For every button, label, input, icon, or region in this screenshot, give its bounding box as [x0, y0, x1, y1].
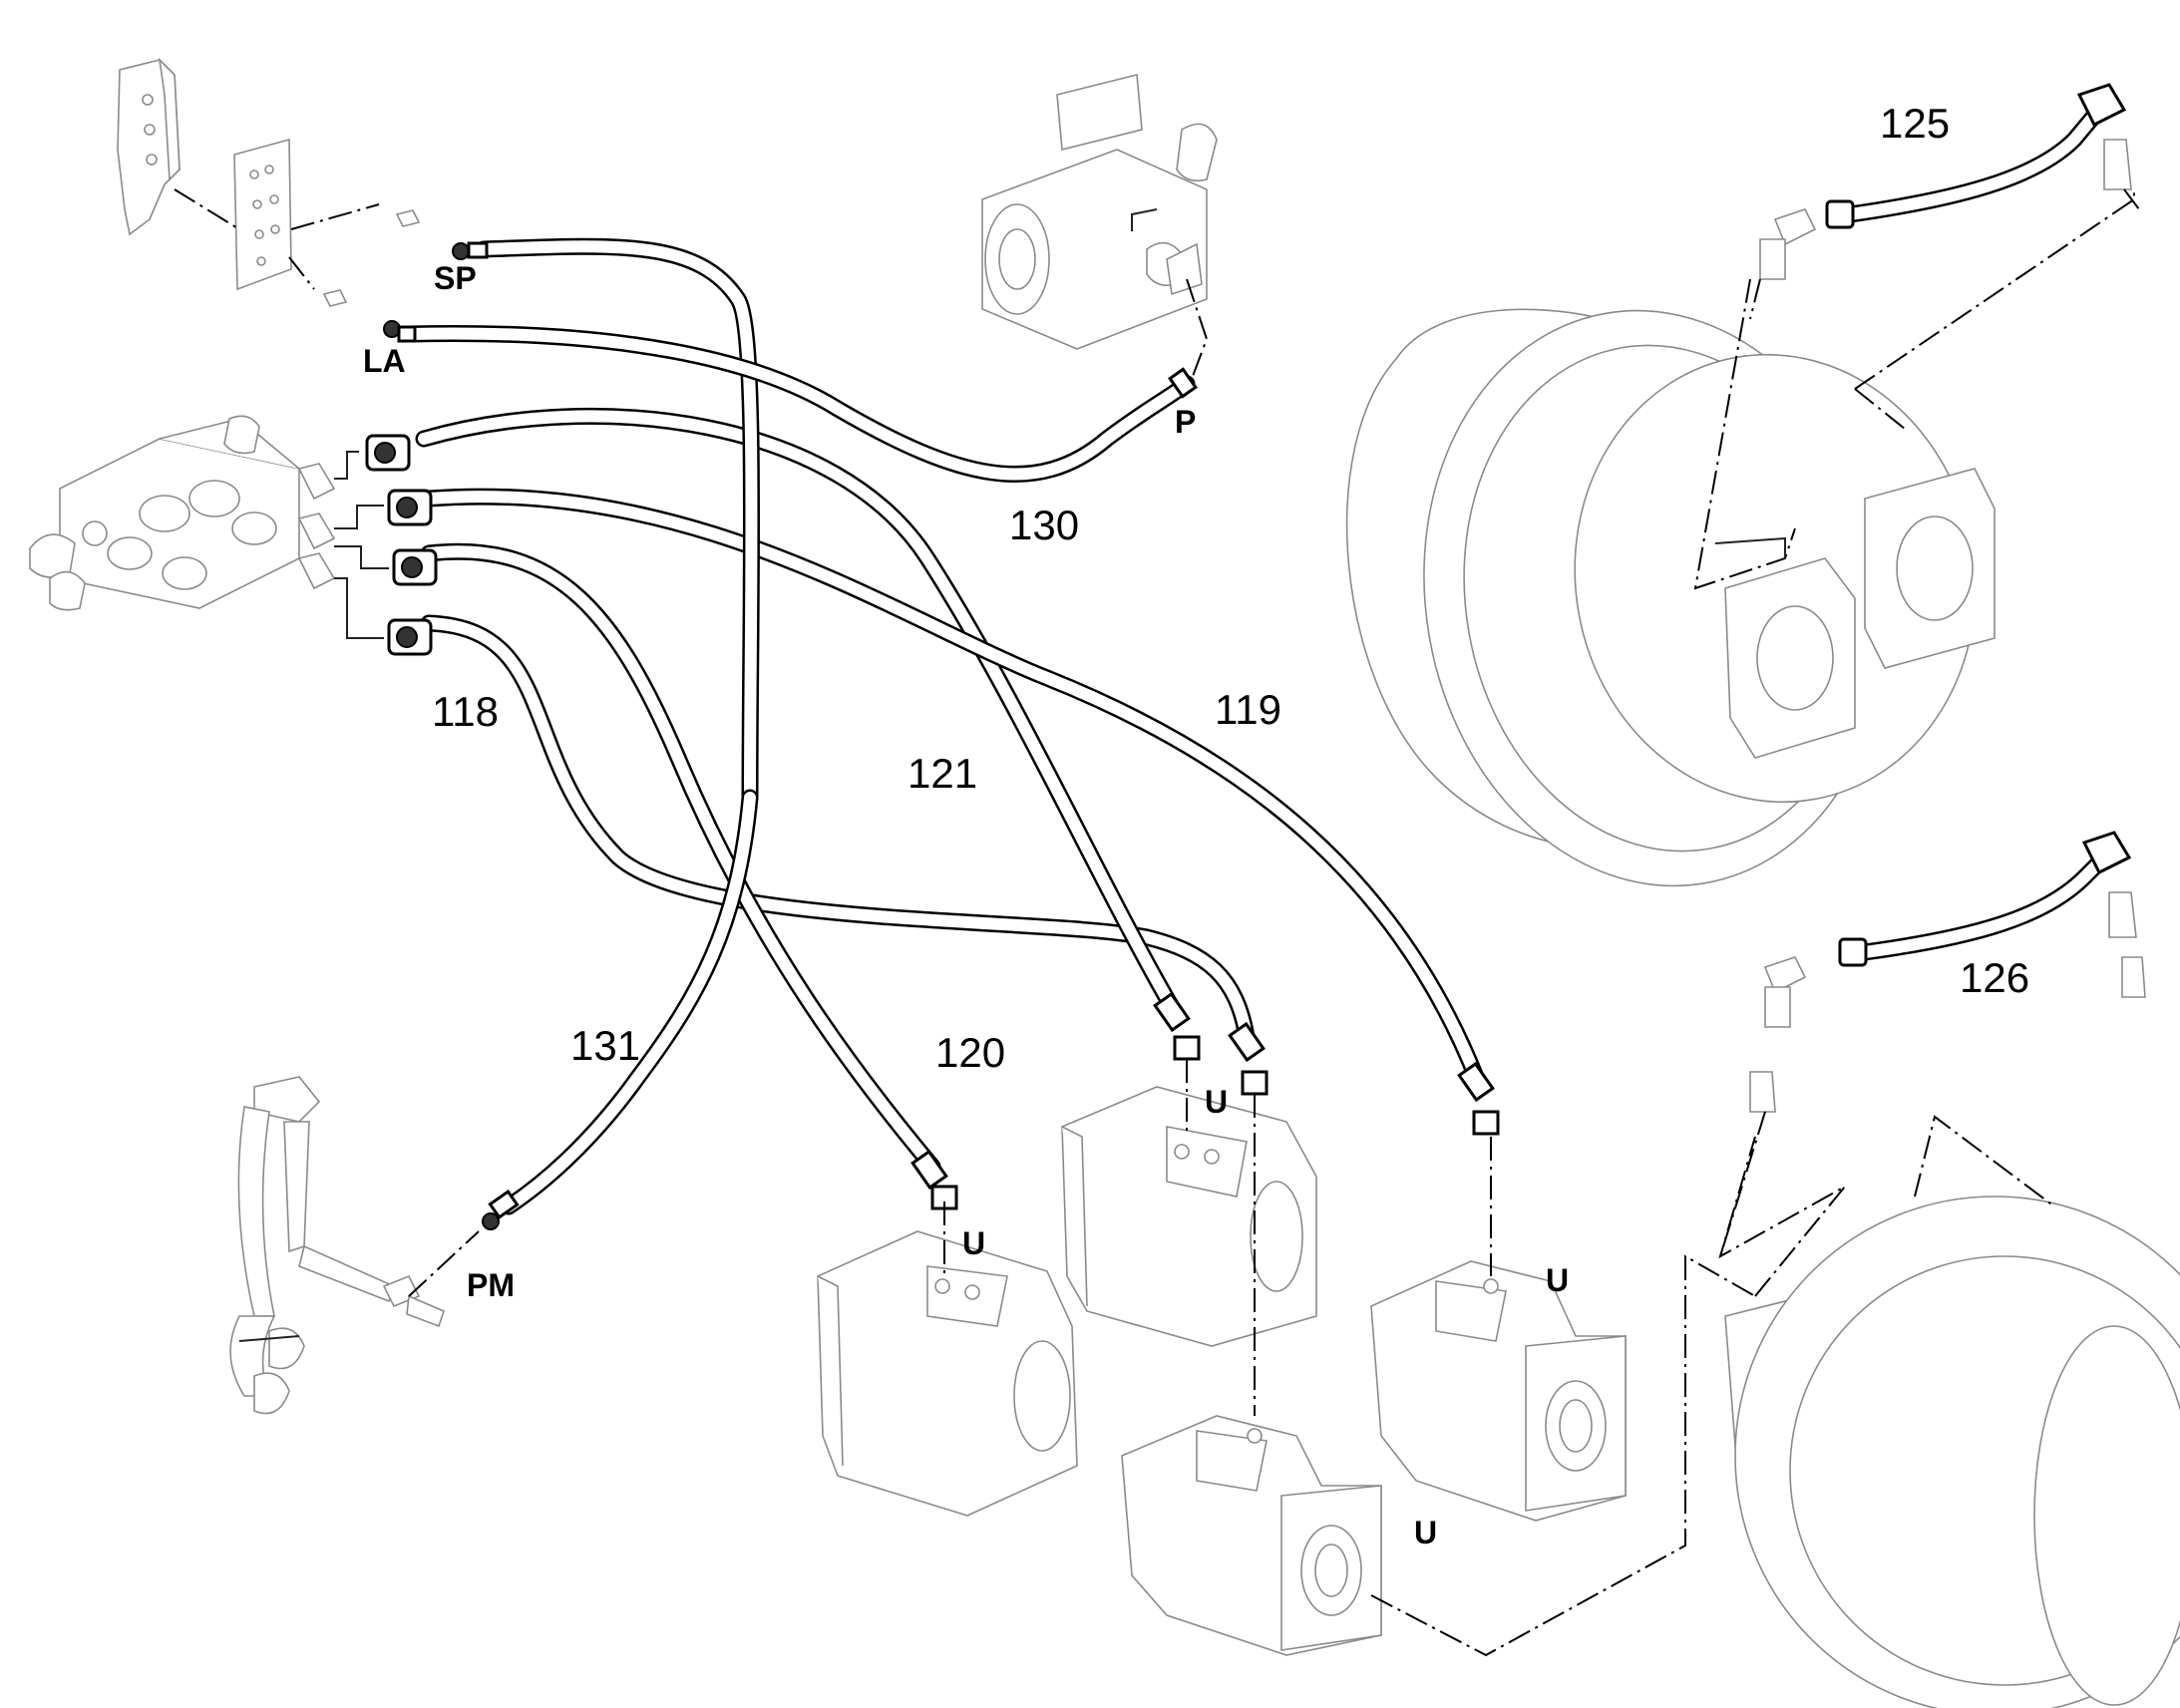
pilot-hoses	[400, 237, 1196, 1215]
hose-assemblies	[415, 407, 1485, 1176]
port-label-u-motor-3: U	[1414, 1515, 1437, 1550]
hose-118	[420, 614, 1256, 1046]
motor-fittings	[910, 991, 1500, 1210]
port-label-p: P	[1175, 404, 1196, 440]
label-119: 119	[1215, 686, 1281, 733]
valve-fittings	[365, 241, 1198, 1230]
port-label-sp: SP	[434, 260, 477, 296]
port-label-u-motor-1: U	[962, 1225, 985, 1261]
tube-126-assembly	[1719, 831, 2146, 1257]
hydraulic-pump	[981, 73, 1218, 380]
port-label-pm: PM	[467, 1267, 515, 1303]
filter-assembly	[229, 1076, 480, 1415]
label-130: 130	[1009, 502, 1079, 548]
final-drive-upper	[1345, 189, 2135, 887]
tube-125-assembly	[1749, 83, 2140, 320]
port-label-u-motor-4: U	[1546, 1262, 1569, 1298]
drive-motor-4	[1370, 1137, 1627, 1522]
label-121: 121	[908, 750, 977, 797]
label-131: 131	[570, 1022, 640, 1069]
label-118: 118	[432, 688, 499, 735]
final-drive-lower	[1718, 1115, 2180, 1708]
port-label-u-motor-2: U	[1205, 1084, 1228, 1120]
port-label-la: LA	[363, 343, 406, 379]
drive-motor-1	[817, 1201, 1078, 1517]
drive-motor-2	[1061, 1059, 1317, 1416]
mounting-bracket	[117, 57, 421, 307]
label-126: 126	[1960, 954, 2029, 1001]
drive-motor-3	[1121, 1254, 1756, 1657]
label-120: 120	[935, 1029, 1005, 1076]
control-valve-block	[29, 415, 389, 639]
label-125: 125	[1880, 100, 1950, 147]
